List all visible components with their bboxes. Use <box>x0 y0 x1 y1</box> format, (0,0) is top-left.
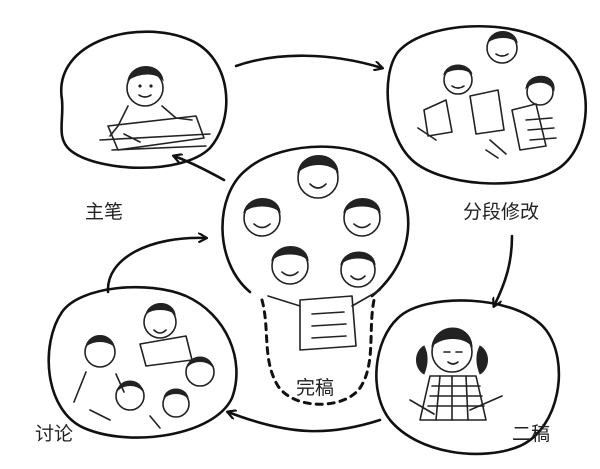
node-discuss-label: 讨论 <box>35 423 73 445</box>
edge-author-to-revise <box>234 54 382 68</box>
node-second-draft: 二稿 <box>375 299 561 456</box>
group-revising-figures <box>417 31 557 159</box>
lightbulb-base <box>260 298 376 406</box>
group-happy-faces <box>243 155 381 351</box>
person-writing-figure <box>99 66 211 151</box>
lightbulb-outline <box>221 145 410 298</box>
edge-second-draft-to-discuss <box>228 412 382 433</box>
girl-writing-figure <box>409 327 503 421</box>
group-discussing-figures <box>73 303 215 429</box>
node-final: 完稿 <box>221 145 410 406</box>
node-author-label: 主笔 <box>85 201 123 223</box>
edge-final-to-author <box>174 156 226 182</box>
node-final-label: 完稿 <box>296 377 334 399</box>
node-revise: 分段修改 <box>386 25 587 223</box>
node-author: 主笔 <box>59 30 228 223</box>
node-revise-label: 分段修改 <box>463 201 539 223</box>
edge-discuss-to-final <box>106 238 206 294</box>
node-discuss: 讨论 <box>35 285 238 445</box>
edge-revise-to-second-draft <box>494 234 514 306</box>
edges <box>106 54 514 433</box>
node-second-draft-label: 二稿 <box>512 423 550 445</box>
